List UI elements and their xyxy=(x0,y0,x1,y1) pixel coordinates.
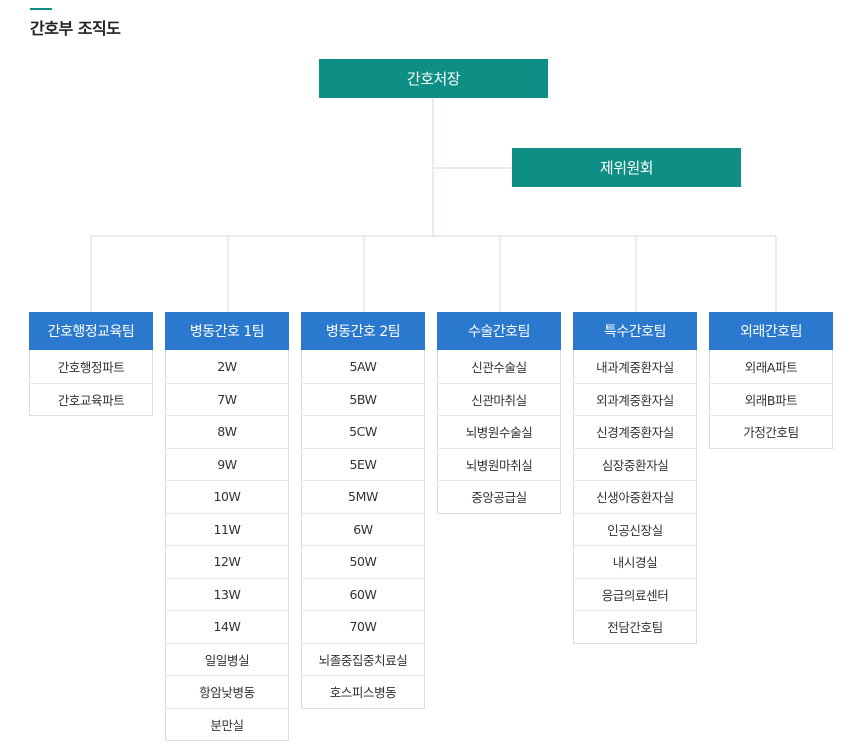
team-unit-item: 일일병실 xyxy=(166,642,288,676)
team-unit-item: 호스피스병동 xyxy=(302,675,424,708)
team-unit-item: 60W xyxy=(302,577,424,611)
team-unit-item: 가정간호팀 xyxy=(710,415,832,448)
team-header: 병동간호 1팀 xyxy=(165,312,289,350)
team-unit-item: 응급의료센터 xyxy=(574,577,696,611)
team-unit-item: 70W xyxy=(302,610,424,643)
team-unit-item: 50W xyxy=(302,545,424,578)
team-header: 간호행정교육팀 xyxy=(29,312,153,350)
team-unit-item: 5BW xyxy=(302,382,424,416)
team-unit-item: 7W xyxy=(166,382,288,416)
team-header: 수술간호팀 xyxy=(437,312,561,350)
team-unit-item: 내시경실 xyxy=(574,545,696,578)
page-title: 간호부 조직도 xyxy=(30,19,121,38)
team-unit-item: 신생아중환자실 xyxy=(574,480,696,513)
title-accent-bar xyxy=(30,8,52,10)
team-unit-item: 13W xyxy=(166,577,288,611)
team-unit-item: 내과계중환자실 xyxy=(596,359,674,375)
team-unit-item: 뇌졸중집중치료실 xyxy=(302,642,424,676)
team-header: 외래간호팀 xyxy=(709,312,833,350)
team-unit-item: 9W xyxy=(166,447,288,481)
team-header: 특수간호팀 xyxy=(573,312,697,350)
team-unit-item: 10W xyxy=(166,480,288,513)
team-unit-item: 14W xyxy=(166,610,288,643)
team-unit-item: 간호교육파트 xyxy=(30,382,152,416)
team-unit-item: 신관수술실 xyxy=(471,359,527,375)
team-unit-item: 5EW xyxy=(302,447,424,481)
team-unit-item: 신관마취실 xyxy=(438,382,560,416)
team-unit-item: 외래A파트 xyxy=(744,359,798,375)
team-unit-item: 2W xyxy=(217,358,237,374)
team-unit-item: 11W xyxy=(166,512,288,546)
team-unit-item: 심장중환자실 xyxy=(574,447,696,481)
team-unit-item: 간호행정파트 xyxy=(57,359,125,375)
team-header: 병동간호 2팀 xyxy=(301,312,425,350)
team-unit-item: 분만실 xyxy=(166,707,288,741)
team-unit-item: 항암낮병동 xyxy=(166,675,288,708)
team-unit-item: 외과계중환자실 xyxy=(574,382,696,416)
team-unit-item: 5AW xyxy=(349,358,377,374)
team-unit-item: 신경계중환자실 xyxy=(574,415,696,448)
team-unit-item: 중앙공급실 xyxy=(438,480,560,513)
team-unit-item: 인공신장실 xyxy=(574,512,696,546)
team-unit-item: 12W xyxy=(166,545,288,578)
team-unit-item: 5MW xyxy=(302,480,424,513)
team-unit-item: 5CW xyxy=(302,415,424,448)
team-unit-item: 6W xyxy=(302,512,424,546)
team-unit-item: 뇌병원수술실 xyxy=(438,415,560,448)
team-unit-item: 전담간호팀 xyxy=(574,610,696,643)
chief-box: 간호처장 xyxy=(319,59,548,98)
team-unit-item: 뇌병원마취실 xyxy=(438,447,560,481)
team-unit-item: 외래B파트 xyxy=(710,382,832,416)
team-unit-item: 8W xyxy=(166,415,288,448)
committee-box: 제위원회 xyxy=(512,148,741,187)
